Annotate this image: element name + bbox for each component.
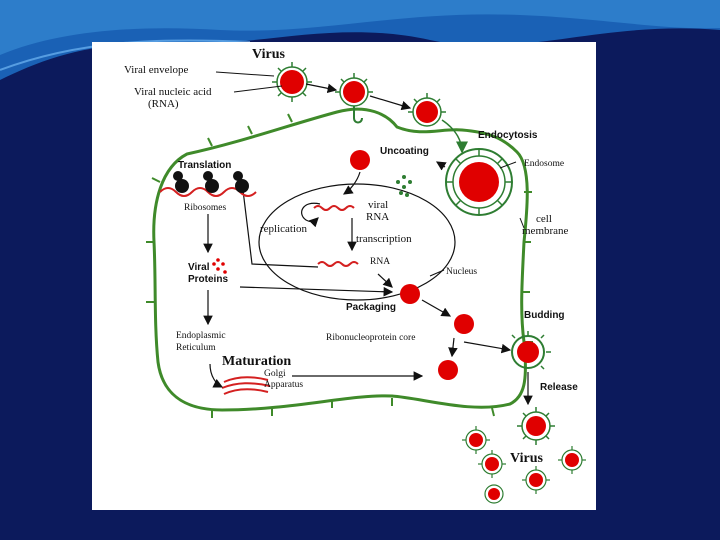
released-virion-3	[478, 450, 506, 478]
label-golgi-2: Apparatus	[264, 380, 303, 390]
virion-outside-2	[335, 73, 373, 124]
label-rna-caps: RNA	[366, 211, 389, 223]
label-viral: viral	[368, 199, 388, 211]
label-viral-proteins-1: Viral	[188, 262, 210, 273]
uncoated-core	[350, 150, 370, 170]
released-virion-2	[462, 426, 490, 454]
label-packaging: Packaging	[346, 302, 396, 313]
arrow-rna-packaging	[377, 273, 393, 288]
nucleus	[258, 183, 456, 301]
virus-replication-diagram: Virus Viral envelope Viral nucleic acid …	[92, 42, 596, 510]
label-budding: Budding	[524, 310, 565, 321]
released-virion-4	[522, 466, 550, 494]
arrow-to-nucleus	[343, 171, 361, 195]
label-golgi-1: Golgi	[264, 369, 286, 379]
label-transcription: transcription	[356, 233, 412, 245]
arrow-to-budding	[463, 341, 512, 354]
label-endocytosis: Endocytosis	[478, 130, 538, 141]
label-replication: replication	[260, 223, 308, 235]
rnp-core-2	[438, 360, 458, 380]
label-er-1: Endoplasmic	[176, 331, 226, 341]
virion-outside-1	[272, 62, 312, 102]
label-uncoating: Uncoating	[380, 146, 429, 157]
arrow-proteins-packaging	[239, 286, 394, 297]
arrow-enter	[369, 95, 412, 111]
label-ribosomes: Ribosomes	[184, 203, 227, 213]
label-rna-small: RNA	[370, 257, 390, 267]
label-viral-nucleic-acid: Viral nucleic acid	[134, 86, 212, 98]
arrow-er-golgi	[209, 363, 224, 388]
viral-rna-strand	[313, 205, 355, 211]
arrow-uncoating	[435, 161, 447, 171]
label-release: Release	[540, 382, 578, 393]
arrow-core-move	[421, 299, 452, 317]
label-membrane: membrane	[522, 225, 569, 237]
label-maturation: Maturation	[222, 354, 291, 369]
packaged-core	[400, 284, 420, 304]
mrna-strand	[317, 261, 359, 267]
cell-membrane	[152, 107, 529, 412]
arrow-endocytosis	[441, 119, 468, 154]
arrow-attach	[305, 83, 338, 94]
diagram-canvas: Virus Viral envelope Viral nucleic acid …	[124, 47, 586, 504]
arrow-core-down	[448, 337, 458, 358]
label-virus-top: Virus	[252, 47, 285, 62]
released-virion-1	[517, 407, 555, 445]
label-nucleus: Nucleus	[446, 267, 477, 277]
released-capsid-fragments	[396, 175, 412, 197]
released-virion-6	[484, 484, 504, 504]
leader-lines	[215, 71, 525, 277]
golgi-apparatus	[221, 376, 271, 395]
endosome	[445, 148, 513, 216]
label-viral-envelope: Viral envelope	[124, 64, 189, 76]
virion-endocytosis	[408, 93, 446, 127]
replication-loop	[301, 202, 321, 228]
label-virus-bottom: Virus	[510, 451, 543, 466]
label-endosome: Endosome	[524, 159, 564, 169]
budding-virion	[511, 331, 551, 370]
rnp-core-1	[454, 314, 474, 334]
label-viral-proteins-2: Proteins	[188, 274, 228, 285]
released-virion-5	[558, 446, 586, 474]
viral-protein-dots	[212, 258, 227, 274]
arrow-mrna-export	[238, 180, 319, 268]
label-er-2: Reticulum	[176, 343, 216, 353]
label-cell: cell	[536, 213, 552, 225]
label-translation: Translation	[178, 160, 231, 171]
ribosomes	[173, 171, 249, 193]
label-rnp-core: Ribonucleoprotein core	[326, 333, 415, 343]
label-rna-paren: (RNA)	[148, 98, 179, 110]
